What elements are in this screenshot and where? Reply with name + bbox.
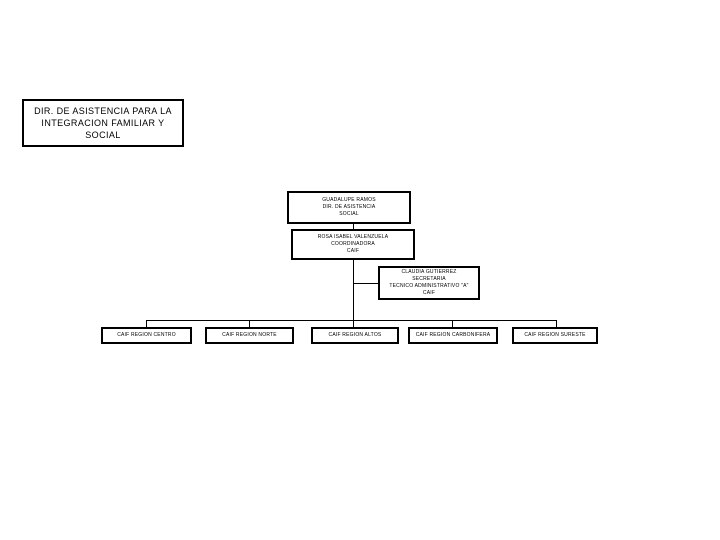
connector-drop-2 [249,320,250,327]
center-label-4: CAIF REGION CARBONIFERA [415,332,491,338]
center-label-5: CAIF REGION SURESTE [524,332,586,338]
center-label-3: CAIF REGION ALTOS [328,332,382,338]
connector-horizontal-bus [146,320,556,321]
director-box: GUADALUPE RAMOS DIR. DE ASISTENCIA SOCIA… [287,191,411,224]
center-box-4: CAIF REGION CARBONIFERA [408,327,498,344]
department-title-box: DIR. DE ASISTENCIA PARA LA INTEGRACION F… [22,99,184,147]
department-title: DIR. DE ASISTENCIA PARA LA INTEGRACION F… [34,106,172,140]
center-label-1: CAIF REGION CENTRO [117,332,176,338]
center-box-5: CAIF REGION SURESTE [512,327,598,344]
center-box-1: CAIF REGION CENTRO [101,327,192,344]
coordinator-box: ROSA ISABEL VALENZUELA COORDINADORA CAIF [291,229,415,260]
connector-drop-5 [556,320,557,327]
connector-director-to-coordinator [353,224,354,230]
coordinator-label: ROSA ISABEL VALENZUELA COORDINADORA CAIF [317,234,389,254]
assistant-box: CLAUDIA GUTIERREZ SECRETARIA TECNICO ADM… [378,266,480,300]
connector-drop-1 [146,320,147,327]
connector-assistant-link [353,283,380,284]
connector-coordinator-to-bus [353,260,354,320]
connector-drop-4 [452,320,453,327]
assistant-label: CLAUDIA GUTIERREZ SECRETARIA TECNICO ADM… [389,269,469,296]
center-label-2: CAIF REGION NORTE [222,332,277,338]
center-box-2: CAIF REGION NORTE [205,327,294,344]
connector-drop-3 [353,320,354,327]
center-box-3: CAIF REGION ALTOS [311,327,399,344]
director-label: GUADALUPE RAMOS DIR. DE ASISTENCIA SOCIA… [322,197,376,217]
